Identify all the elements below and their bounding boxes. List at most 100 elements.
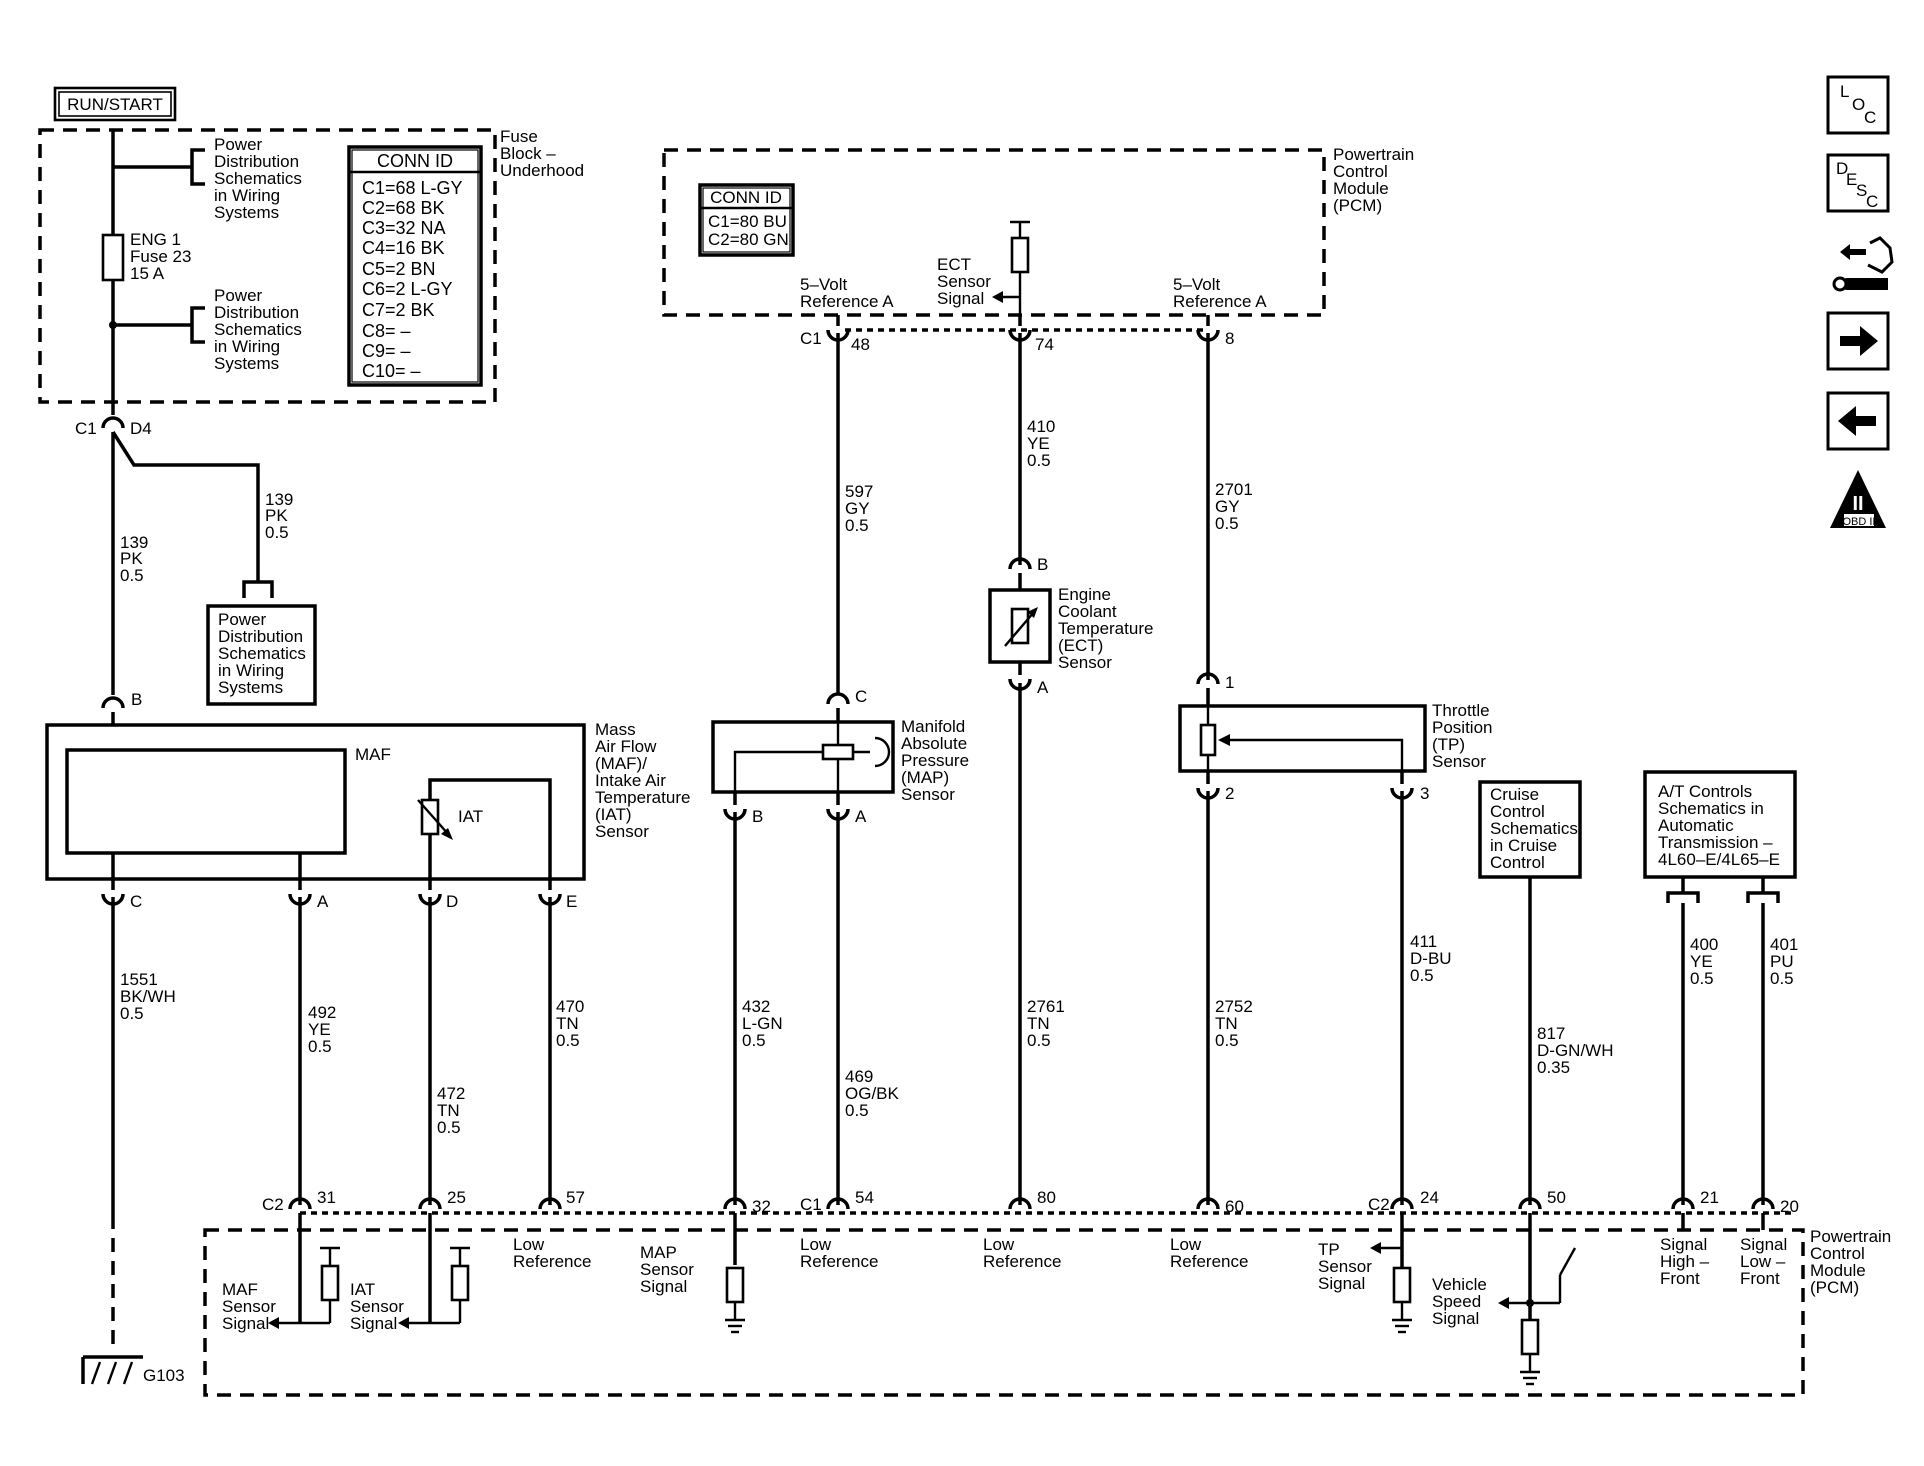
- desc-icon[interactable]: D E S C: [1826, 153, 1890, 213]
- iat-label: IAT: [458, 807, 483, 826]
- svg-text:Low: Low: [800, 1235, 832, 1254]
- svg-text:C5=2 BN: C5=2 BN: [362, 259, 436, 279]
- svg-text:E: E: [1846, 170, 1857, 189]
- svg-text:in Wiring: in Wiring: [214, 186, 280, 205]
- svg-text:GY: GY: [1215, 497, 1240, 516]
- svg-text:(ECT): (ECT): [1058, 636, 1103, 655]
- pcm-bottom-conn-c1: C1: [800, 1195, 822, 1214]
- svg-text:TP: TP: [1318, 1240, 1340, 1259]
- svg-text:C8= –: C8= –: [362, 321, 411, 341]
- svg-text:Low: Low: [983, 1235, 1015, 1254]
- svg-text:L: L: [1840, 82, 1849, 101]
- svg-text:0.5: 0.5: [845, 1101, 869, 1120]
- next-arrow-icon[interactable]: [1826, 311, 1890, 371]
- svg-text:CONN ID: CONN ID: [377, 151, 453, 171]
- pcm-pin-50: 50: [1547, 1188, 1566, 1207]
- svg-text:Control: Control: [1810, 1244, 1865, 1263]
- svg-text:BK/WH: BK/WH: [120, 987, 176, 1006]
- svg-text:TN: TN: [1215, 1014, 1238, 1033]
- wire-432-label: 432 L-GN 0.5: [742, 997, 783, 1050]
- obd-ii-icon[interactable]: II OBD II: [1830, 470, 1886, 528]
- svg-text:0.5: 0.5: [845, 516, 869, 535]
- svg-text:Sensor: Sensor: [1318, 1257, 1372, 1276]
- pcm-5v-ref-left-label: 5–Volt Reference A: [800, 275, 894, 311]
- svg-text:Schematics: Schematics: [214, 169, 302, 188]
- maf-pin-d: D: [446, 892, 458, 911]
- svg-text:Sensor: Sensor: [222, 1297, 276, 1316]
- pcm-top-title: Powertrain Control Module (PCM): [1333, 145, 1414, 215]
- svg-text:Engine: Engine: [1058, 585, 1111, 604]
- svg-text:Distribution: Distribution: [214, 152, 299, 171]
- svg-text:Reference: Reference: [800, 1252, 878, 1271]
- low-reference-2-label: Low Reference: [800, 1235, 878, 1271]
- svg-text:Reference: Reference: [983, 1252, 1061, 1271]
- fuse-eng1-symbol: [101, 233, 125, 282]
- low-reference-3-label: Low Reference: [983, 1235, 1061, 1271]
- svg-text:Signal: Signal: [640, 1277, 687, 1296]
- svg-text:Power: Power: [218, 610, 267, 629]
- svg-text:C4=16 BK: C4=16 BK: [362, 238, 445, 258]
- svg-text:OG/BK: OG/BK: [845, 1084, 900, 1103]
- ground-g103-label: G103: [143, 1366, 185, 1385]
- pcm-pin-20: 20: [1780, 1197, 1799, 1216]
- conn-c1-label: C1: [75, 419, 97, 438]
- svg-text:(MAP): (MAP): [901, 768, 949, 787]
- ground-g103-symbol: [81, 1355, 143, 1385]
- svg-text:472: 472: [437, 1084, 465, 1103]
- svg-text:Front: Front: [1660, 1269, 1700, 1288]
- ect-sensor-title: Engine Coolant Temperature (ECT) Sensor: [1058, 585, 1153, 672]
- wire-472-label: 472 TN 0.5: [437, 1084, 465, 1137]
- svg-text:Position: Position: [1432, 718, 1492, 737]
- svg-text:0.5: 0.5: [1770, 969, 1794, 988]
- pcm-5v-ref-right-label: 5–Volt Reference A: [1173, 275, 1267, 311]
- svg-text:Air Flow: Air Flow: [595, 737, 657, 756]
- wire-2701-label: 2701 GY 0.5: [1215, 480, 1253, 533]
- cruise-control-box: Cruise Control Schematics in Cruise Cont…: [1478, 780, 1582, 879]
- wire-597-label: 597 GY 0.5: [845, 482, 873, 535]
- svg-text:MAP: MAP: [640, 1243, 677, 1262]
- svg-text:Block –: Block –: [500, 144, 556, 163]
- wire-401-label: 401 PU 0.5: [1770, 935, 1798, 988]
- svg-text:470: 470: [556, 997, 584, 1016]
- svg-text:5–Volt: 5–Volt: [800, 275, 848, 294]
- wire-2761-label: 2761 TN 0.5: [1027, 997, 1065, 1050]
- svg-text:Systems: Systems: [218, 678, 283, 697]
- pcm-pin-54: 54: [855, 1188, 874, 1207]
- svg-text:2752: 2752: [1215, 997, 1253, 1016]
- svg-text:Sensor: Sensor: [640, 1260, 694, 1279]
- component-icon[interactable]: [1832, 236, 1894, 292]
- svg-text:597: 597: [845, 482, 873, 501]
- svg-text:Signal: Signal: [1740, 1235, 1787, 1254]
- svg-text:Automatic: Automatic: [1658, 816, 1734, 835]
- svg-text:411: 411: [1410, 932, 1437, 951]
- svg-text:High –: High –: [1660, 1252, 1710, 1271]
- map-sensor-signal-label: MAP Sensor Signal: [640, 1243, 694, 1296]
- svg-text:Low –: Low –: [1740, 1252, 1786, 1271]
- pcm-pin-57: 57: [566, 1188, 585, 1207]
- svg-text:C6=2 L-GY: C6=2 L-GY: [362, 279, 453, 299]
- ect-pin-a: A: [1037, 678, 1049, 697]
- pcm-pin-25: 25: [447, 1188, 466, 1207]
- svg-text:Speed: Speed: [1432, 1292, 1481, 1311]
- loc-icon[interactable]: L O C: [1826, 75, 1890, 135]
- svg-text:C: C: [1866, 192, 1878, 211]
- pcm-pin-24: 24: [1420, 1188, 1439, 1207]
- svg-text:Front: Front: [1740, 1269, 1780, 1288]
- svg-text:0.5: 0.5: [556, 1031, 580, 1050]
- svg-text:Manifold: Manifold: [901, 717, 965, 736]
- power-distribution-note-top: Power Distribution Schematics in Wiring …: [214, 135, 302, 222]
- wire-139-branch-label: 139 PK 0.5: [265, 490, 293, 542]
- prev-arrow-icon[interactable]: [1826, 391, 1890, 451]
- svg-text:15 A: 15 A: [130, 264, 165, 283]
- svg-text:0.5: 0.5: [1410, 966, 1434, 985]
- svg-text:Cruise: Cruise: [1490, 785, 1539, 804]
- pcm-pin-8: 8: [1225, 329, 1234, 348]
- svg-text:in Wiring: in Wiring: [214, 337, 280, 356]
- svg-text:CONN ID: CONN ID: [710, 188, 782, 207]
- wire-139-main-label: 139 PK 0.5: [120, 533, 148, 585]
- run-start-label: RUN/START: [67, 95, 163, 114]
- svg-text:1551: 1551: [120, 970, 158, 989]
- maf-element: [65, 748, 347, 855]
- svg-text:Temperature: Temperature: [1058, 619, 1153, 638]
- svg-text:in Cruise: in Cruise: [1490, 836, 1557, 855]
